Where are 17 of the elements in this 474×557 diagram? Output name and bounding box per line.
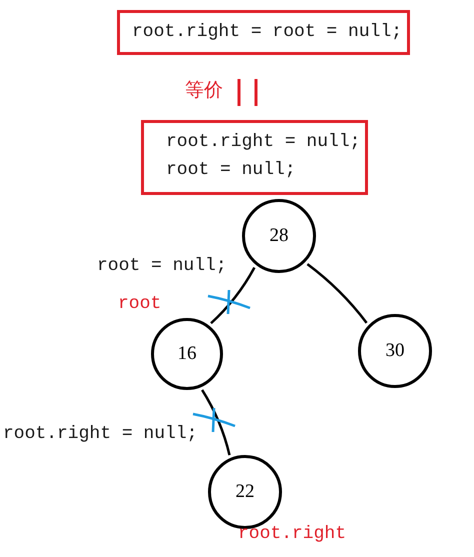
tree-edge: [201, 389, 231, 456]
code-line: root = null;: [166, 160, 296, 180]
equivalence-note: 等价: [185, 78, 223, 103]
tree-edge: [210, 266, 256, 324]
node-value: 22: [236, 481, 254, 503]
node-value: 16: [178, 343, 196, 365]
tree-edge: [306, 263, 368, 324]
pointer-label: root.right: [238, 524, 346, 544]
node-value: 30: [386, 340, 404, 362]
code-annotation: root.right = null;: [3, 424, 198, 444]
code-box: [141, 120, 368, 195]
code-box: [117, 10, 410, 55]
code-line: root.right = null;: [166, 132, 360, 152]
node-value: 28: [270, 225, 288, 247]
code-annotation: root = null;: [97, 256, 227, 276]
code-line: root.right = root = null;: [132, 22, 402, 42]
pointer-label: root: [118, 294, 162, 314]
